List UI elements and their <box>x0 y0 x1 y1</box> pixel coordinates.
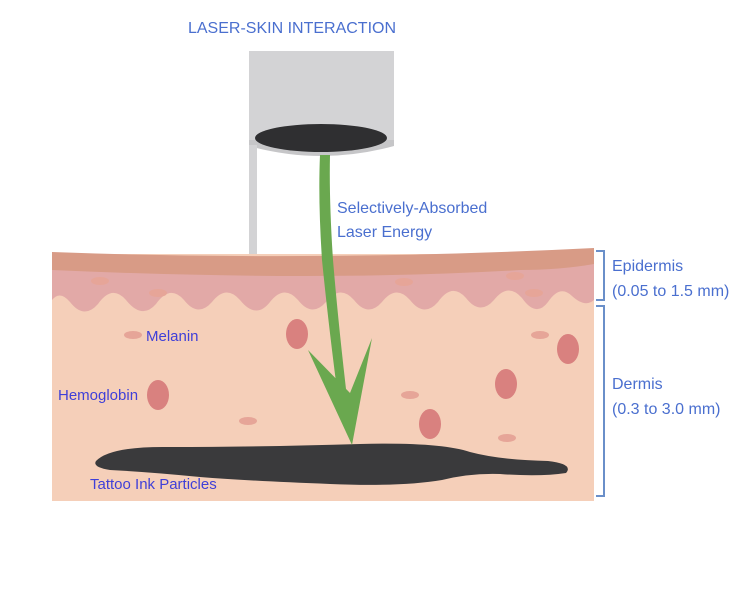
epidermis-range: (0.05 to 1.5 mm) <box>612 283 729 300</box>
hemoglobin-cell <box>495 369 517 399</box>
hemoglobin-cell <box>419 409 441 439</box>
tattoo-ink <box>95 443 568 485</box>
melanin-particle <box>91 277 109 285</box>
tattoo-ink-label: Tattoo Ink Particles <box>90 476 217 493</box>
hemoglobin-cell <box>147 380 169 410</box>
melanin-particle <box>239 417 257 425</box>
melanin-particle <box>401 391 419 399</box>
melanin-particle <box>149 289 167 297</box>
melanin-particle <box>506 272 524 280</box>
laser-beam-arrow <box>308 155 372 445</box>
laser-beam-head <box>308 338 372 445</box>
epidermis-bracket <box>596 250 605 301</box>
laser-energy-label-line1: Selectively-Absorbed <box>337 200 487 217</box>
melanin-particle <box>525 289 543 297</box>
melanin-particle <box>124 331 142 339</box>
dermis-bracket <box>596 305 605 497</box>
laser-energy-label-line2: Laser Energy <box>337 224 432 241</box>
handpiece-lens <box>255 124 387 152</box>
hemoglobin-cell <box>286 319 308 349</box>
dermis-range: (0.3 to 3.0 mm) <box>612 401 720 418</box>
melanin-particle <box>531 331 549 339</box>
melanin-particle <box>395 278 413 286</box>
diagram-title: LASER-SKIN INTERACTION <box>188 20 396 37</box>
epidermis-name: Epidermis <box>612 258 683 275</box>
handpiece-arm <box>249 145 257 256</box>
laser-handpiece <box>249 51 394 256</box>
hemoglobin-label: Hemoglobin <box>58 387 138 404</box>
dermis-name: Dermis <box>612 376 663 393</box>
melanin-label: Melanin <box>146 328 199 345</box>
laser-beam-shaft <box>319 155 346 390</box>
hemoglobin-cell <box>557 334 579 364</box>
melanin-particle <box>498 434 516 442</box>
